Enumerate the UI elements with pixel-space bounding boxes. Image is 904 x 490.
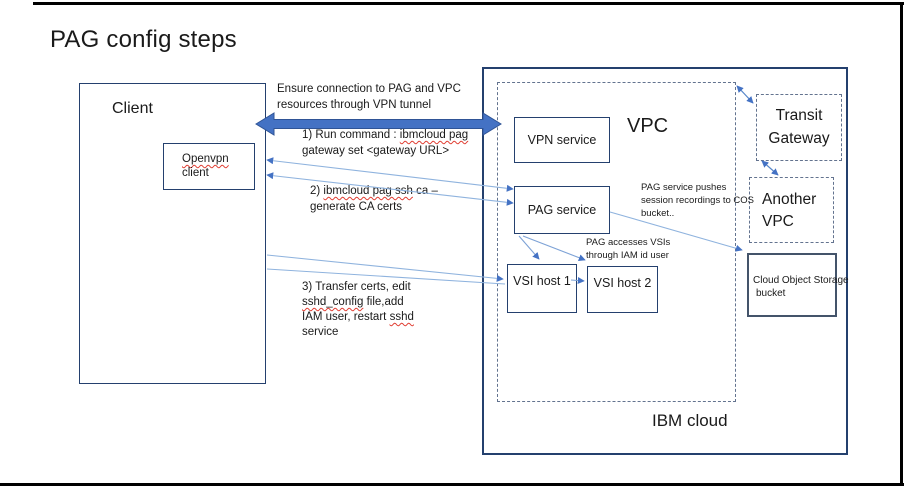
step2-command: ibmcloud pag ssh [323,185,413,197]
vpn-tunnel-note: Ensure connection to PAG and VPC resourc… [277,82,461,113]
transit-gateway-label: Transit Gateway [768,107,830,147]
step3-line3: IAM user, restart sshd [302,310,414,325]
vsi-host-2-box: VSI host 2 [587,266,658,313]
step1-command: ibmcloud pag [399,129,469,141]
step2-line1: 2) ibmcloud pag ssh ca – [310,184,438,200]
pag-pushes-line3: bucket.. [641,208,675,219]
another-vpc-label: Another VPC [762,191,817,231]
vsi-host-1-box: VSI host 1 [507,264,577,313]
step1-note: 1) Run command : ibmcloud pag gateway se… [302,128,468,159]
step2-line2: generate CA certs [310,200,403,213]
slide-border-bottom [0,483,904,486]
vsi-host-2-label: VSI host 2 [593,276,652,290]
step3-line4: service [302,326,339,338]
vpn-tunnel-note-line2: resources through VPN tunnel [277,98,432,111]
step3-line1: 3) Transfer certs, edit [302,281,411,293]
pag-accesses-note: PAG accesses VSIs through IAM id user [586,236,670,262]
pag-pushes-line1: PAG service pushes [641,182,727,193]
pag-pushes-line2: session recordings to COS [641,195,754,206]
another-vpc-box: Another VPC [749,177,834,243]
vsi-host-1-label: VSI host 1 [513,274,571,288]
step1-line1: 1) Run command : ibmcloud pag [302,128,468,144]
step1-prefix: 1) Run command : [302,129,400,141]
step3-line2-rest: file,add [363,296,404,308]
step1-line2: gateway set <gateway URL> [302,144,450,157]
cos-bucket-box: Cloud Object Storage bucket [747,253,849,317]
vpn-tunnel-note-line1: Ensure connection to PAG and VPC [277,83,461,95]
vpn-service-box: VPN service [514,117,610,163]
pag-pushes-note: PAG service pushes session recordings to… [641,181,754,220]
pag-accesses-line2: through IAM id user [586,250,669,261]
client-vsi-arrow-1 [266,254,504,282]
step2-prefix: 2) [310,185,324,197]
step3-sshd-config: sshd_config [302,296,364,308]
vpc-label: VPC [627,115,669,137]
client-box [79,83,266,384]
openvpn-word: Openvpn [182,153,229,165]
step2-note: 2) ibmcloud pag ssh ca – generate CA cer… [310,184,438,215]
cos-bucket-line1: Cloud Object Storage [753,275,849,286]
openvpn-client-box: Openvpn client [163,143,255,190]
transit-gateway-box: Transit Gateway [756,94,842,161]
step3-sshd: sshd [389,311,414,323]
pag-accesses-line1: PAG accesses VSIs [586,237,671,248]
vpn-service-label: VPN service [527,133,597,147]
slide-border-right [900,2,903,485]
ibm-cloud-label: IBM cloud [652,411,728,430]
step3-note: 3) Transfer certs, edit sshd_config file… [302,280,414,340]
slide-border-top [33,2,904,5]
cos-bucket-line2: bucket [756,287,786,299]
openvpn-client-word: client [182,167,209,179]
step3-line2: sshd_config file,add [302,295,414,310]
pag-service-label: PAG service [527,203,597,217]
client-label: Client [112,100,153,117]
page-title: PAG config steps [50,26,237,53]
pag-service-box: PAG service [514,186,610,234]
step2-suffix: ca – [412,185,438,197]
step3-line3-start: IAM user, restart [302,311,390,323]
